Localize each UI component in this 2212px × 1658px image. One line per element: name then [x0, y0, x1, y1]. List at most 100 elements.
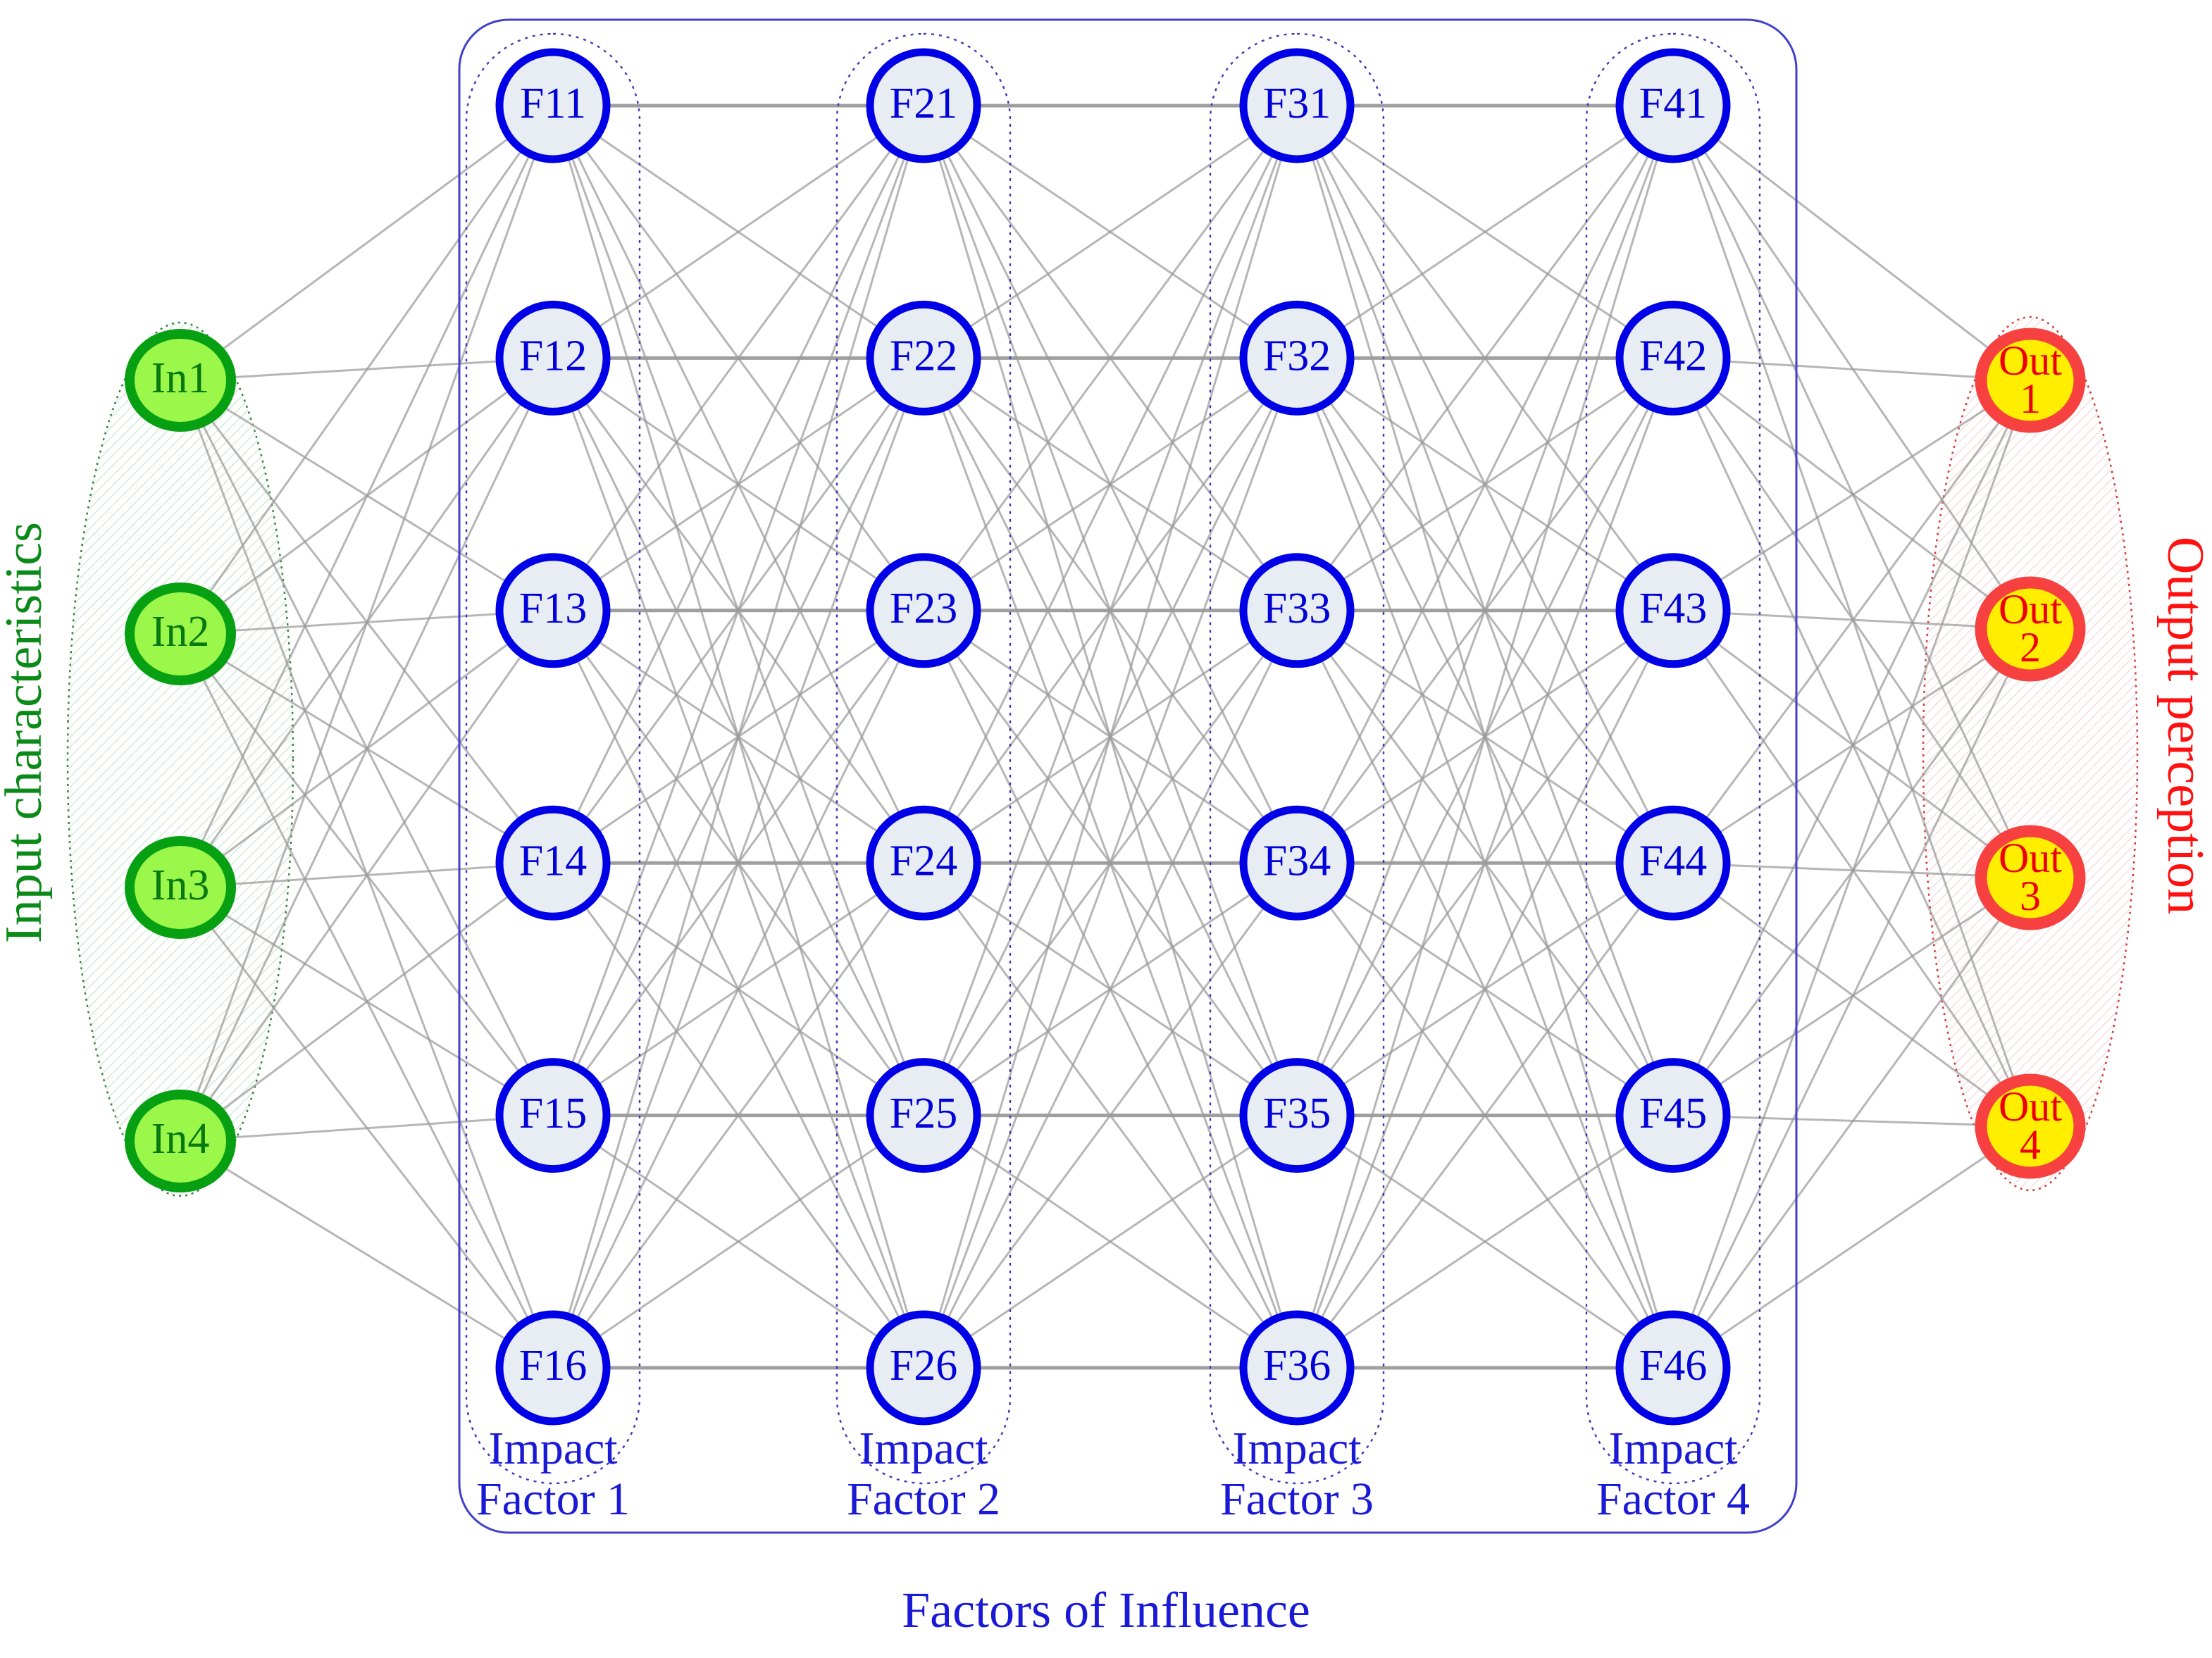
hidden-node-label-f43: F43 — [1639, 585, 1707, 632]
input-node-in1[interactable] — [125, 329, 236, 432]
hidden-node-f26[interactable] — [866, 1310, 981, 1426]
impact-factor-1-label-line2: Factor 1 — [476, 1473, 630, 1525]
connection-edge — [570, 155, 907, 1066]
connection-edge — [230, 360, 500, 379]
hidden-node-f33[interactable] — [1239, 553, 1355, 668]
hidden-node-f43[interactable] — [1615, 553, 1731, 668]
connection-edge — [967, 1144, 1253, 1339]
hidden-node-label-f16: F16 — [519, 1342, 587, 1390]
hidden-node-label-f15: F15 — [519, 1090, 587, 1137]
output-node-label2-out1: 1 — [2020, 375, 2041, 422]
hidden-node-label-f26: F26 — [890, 1342, 957, 1390]
input-node-in4[interactable] — [125, 1090, 236, 1192]
hidden-node-f36[interactable] — [1239, 1310, 1355, 1426]
hidden-node-f44[interactable] — [1615, 805, 1731, 921]
hidden-node-label-f34: F34 — [1263, 837, 1331, 885]
factors-of-influence-container — [458, 18, 1798, 1534]
output-cloud — [1922, 316, 2139, 1192]
hidden-node-f21[interactable] — [866, 48, 981, 163]
output-node-label2-out3: 3 — [2020, 873, 2041, 919]
connection-edge — [954, 905, 1267, 1326]
connection-edge — [1341, 135, 1629, 330]
connection-edge — [1315, 408, 1655, 1319]
impact-factor-4-label-line2: Factor 4 — [1596, 1473, 1750, 1525]
output-node-out2[interactable] — [1975, 576, 2086, 682]
connection-edge — [230, 613, 500, 632]
connection-edge — [196, 156, 536, 1094]
connection-edge — [940, 408, 1280, 1319]
impact-factor-2-label-line1: Impact — [859, 1423, 988, 1474]
hidden-node-label-f31: F31 — [1263, 80, 1331, 127]
output-node-label1-out2: Out — [1999, 586, 2062, 632]
output-node-out3[interactable] — [1975, 825, 2086, 930]
connection-edge — [596, 1145, 881, 1339]
connection-edge — [202, 425, 530, 1068]
hidden-node-label-f24: F24 — [890, 837, 957, 885]
hidden-node-f41[interactable] — [1615, 48, 1731, 163]
connection-edge — [1341, 1144, 1629, 1339]
hidden-node-f24[interactable] — [866, 805, 981, 921]
connection-edge — [967, 135, 1253, 330]
impact-factor-3-label-line2: Factor 3 — [1220, 1473, 1374, 1525]
hidden-node-f15[interactable] — [495, 1058, 611, 1173]
connection-edge — [954, 148, 1267, 568]
input-characteristics-label: Input characteristics — [0, 522, 53, 943]
output-perception-label: Output perception — [2156, 537, 2212, 914]
connection-edges — [196, 104, 2015, 1370]
hidden-node-f22[interactable] — [866, 300, 981, 416]
connection-edge — [1319, 658, 1651, 1321]
hidden-node-f42[interactable] — [1615, 300, 1731, 416]
connection-edge — [230, 1118, 500, 1139]
connection-edge — [1717, 406, 1989, 582]
hidden-node-f32[interactable] — [1239, 300, 1355, 416]
connection-edge — [940, 155, 1280, 1066]
hidden-node-label-f25: F25 — [890, 1090, 957, 1137]
hidden-node-f25[interactable] — [866, 1058, 981, 1173]
connection-edge — [1311, 156, 1659, 1317]
hidden-node-f23[interactable] — [866, 553, 981, 668]
impact-factor-2-container — [835, 32, 1012, 1485]
hidden-node-f31[interactable] — [1239, 48, 1355, 163]
output-node-out4[interactable] — [1975, 1073, 2086, 1179]
connection-edge — [566, 156, 910, 1317]
connection-edge — [583, 905, 893, 1326]
input-cloud — [66, 321, 294, 1197]
connection-edge — [570, 408, 907, 1319]
impact-factor-4-container — [1585, 32, 1761, 1485]
hidden-node-f16[interactable] — [495, 1310, 611, 1426]
input-node-label-in1: In1 — [151, 354, 210, 402]
connection-edge — [576, 153, 901, 816]
impact-factor-3-label-line1: Impact — [1232, 1423, 1361, 1474]
connection-edge — [1717, 1152, 1990, 1339]
connection-edge — [1726, 360, 1982, 379]
hidden-node-f34[interactable] — [1239, 805, 1355, 921]
connection-edge — [583, 148, 893, 568]
hidden-node-f46[interactable] — [1615, 1310, 1731, 1426]
connection-edge — [1315, 155, 1655, 1066]
impact-factor-3-container — [1209, 32, 1385, 1485]
connection-edge — [1328, 148, 1642, 568]
connection-edge — [938, 156, 1283, 1317]
input-node-in2[interactable] — [125, 582, 236, 685]
input-node-in3[interactable] — [125, 836, 236, 939]
layer-containers — [458, 18, 1798, 1534]
hidden-node-f12[interactable] — [495, 300, 611, 416]
connection-edge — [210, 673, 521, 1074]
hidden-node-f11[interactable] — [495, 48, 611, 163]
hidden-node-f45[interactable] — [1615, 1058, 1731, 1173]
hidden-node-label-f32: F32 — [1263, 332, 1331, 380]
output-node-out1[interactable] — [1975, 328, 2086, 433]
hidden-node-label-f23: F23 — [890, 585, 957, 632]
connection-edge — [576, 658, 901, 1321]
hidden-node-f13[interactable] — [495, 553, 611, 668]
hidden-node-label-f44: F44 — [1639, 837, 1707, 885]
connection-edge — [1690, 426, 2015, 1319]
hidden-node-label-f22: F22 — [890, 332, 957, 380]
hidden-node-f35[interactable] — [1239, 1058, 1355, 1173]
hidden-node-f14[interactable] — [495, 805, 611, 921]
connection-edge — [209, 654, 523, 1100]
impact-factor-4-label-line1: Impact — [1608, 1423, 1737, 1474]
output-node-label1-out1: Out — [1999, 337, 2062, 384]
